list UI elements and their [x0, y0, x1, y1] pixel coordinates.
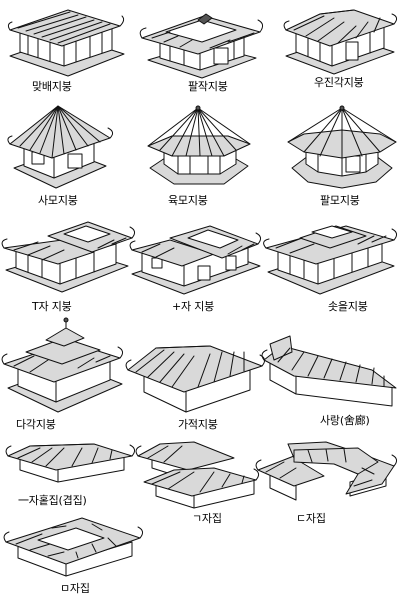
roof-sarang: 사랑(舍廊): [261, 330, 398, 432]
label-sipja: +자 지붕: [172, 300, 215, 313]
roof-matbae: 맞배지붕: [7, 6, 126, 94]
giyeok-roof-illustration: [135, 441, 260, 509]
label-yukmo: 육모지붕: [168, 194, 208, 207]
mieum-roof-illustration: [3, 517, 144, 577]
ilja-roof-illustration: [5, 443, 136, 483]
roof-paljak: 팔작지붕: [139, 4, 264, 96]
label-palmo: 팔모지붕: [320, 194, 360, 207]
roof-ujingak: 우진각지붕: [283, 8, 398, 92]
roof-samo: 사모지붕: [6, 104, 116, 208]
label-mieum: ㅁ자집: [60, 582, 90, 595]
sarang-roof-illustration: [261, 335, 397, 407]
label-sarang: 사랑(舍廊): [320, 414, 370, 427]
label-digeut: ㄷ자집: [296, 512, 326, 525]
label-dagak: 다각지붕: [16, 418, 56, 431]
ujingak-roof-illustration: [283, 9, 398, 75]
label-ilja: 一자홑집(겹집): [18, 494, 87, 507]
roof-soseul: 솟을지붕: [262, 214, 398, 316]
roof-dagak: 다각지붕: [1, 317, 126, 436]
gajeok-roof-illustration: [125, 345, 266, 413]
roof-mieum: ㅁ자집: [3, 514, 144, 598]
soseul-roof-illustration: [263, 225, 398, 295]
label-paljak: 팔작지붕: [188, 80, 228, 93]
label-giyeok: ㄱ자집: [192, 512, 222, 525]
label-ujingak: 우진각지붕: [314, 76, 364, 89]
label-samo: 사모지붕: [38, 194, 78, 207]
roof-yukmo: 육모지붕: [144, 104, 254, 208]
digeut-roof-illustration: [255, 441, 398, 501]
label-gajeok: 가적지붕: [178, 418, 218, 431]
label-soseul: 솟을지붕: [328, 300, 368, 313]
samo-roof-illustration: [7, 105, 114, 189]
palmo-roof-illustration: [287, 105, 397, 189]
roof-sipja: +자 지붕: [129, 218, 262, 316]
paljak-roof-illustration: [139, 13, 264, 79]
roof-ilja: 一자홑집(겹집): [5, 440, 136, 510]
sipja-roof-illustration: [129, 225, 262, 295]
matbae-roof-illustration: [7, 9, 125, 77]
dagak-roof-illustration: [1, 317, 124, 413]
roof-palmo: 팔모지붕: [286, 105, 398, 210]
roof-digeut: ㄷ자집: [254, 440, 398, 530]
label-matbae: 맞배지붕: [32, 80, 72, 93]
roof-giyeok: ㄱ자집: [134, 438, 260, 530]
roof-tja: T자 지붕: [1, 214, 136, 316]
label-tja: T자 지붕: [32, 300, 72, 313]
yukmo-roof-illustration: [147, 105, 251, 185]
roof-gajeok: 가적지붕: [125, 340, 266, 436]
tja-roof-illustration: [1, 221, 136, 293]
